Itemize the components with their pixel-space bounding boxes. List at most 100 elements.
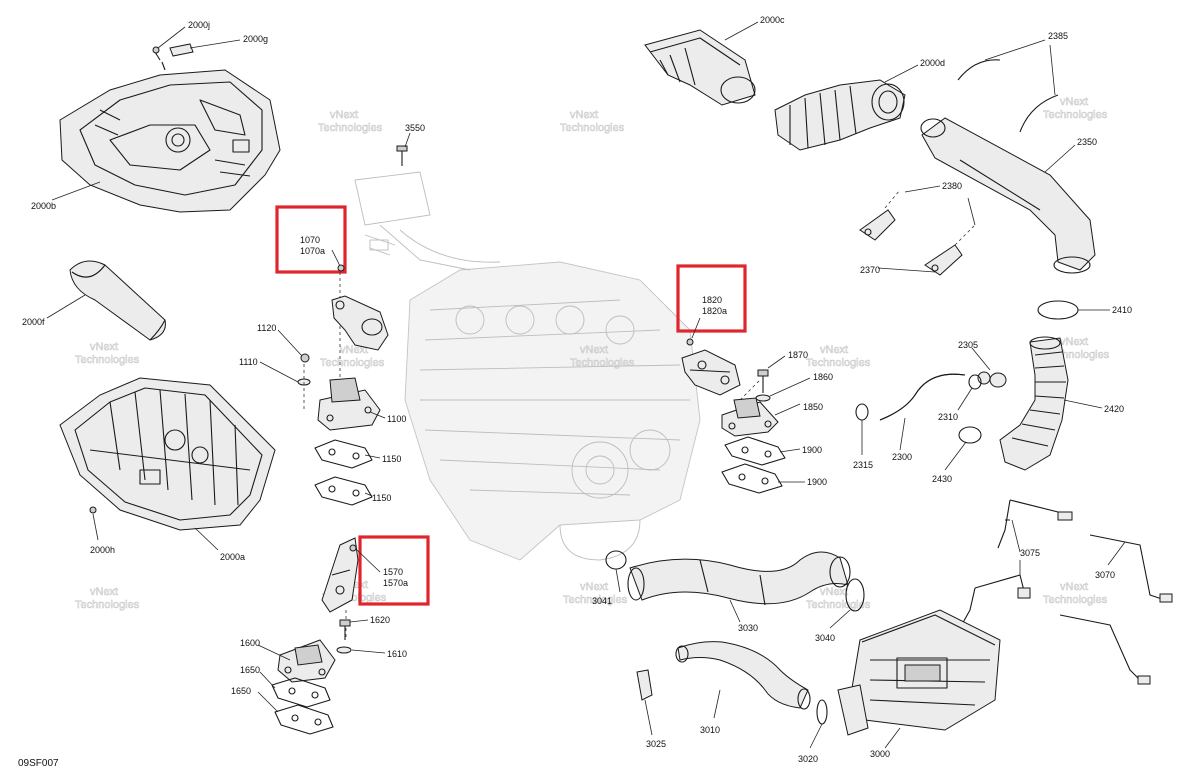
part-clamp-2385-b[interactable] (1019, 94, 1059, 133)
part-air-duct-2000c[interactable] (644, 29, 756, 106)
watermark: Technologies (318, 122, 383, 134)
callout-1620: 1620 (370, 615, 390, 625)
part-clamp-2310[interactable] (968, 374, 982, 390)
part-clamp-3020[interactable] (816, 699, 828, 725)
part-engine-mount-1100[interactable] (317, 377, 381, 431)
part-washer-1120[interactable] (300, 353, 310, 363)
part-bolt-1620[interactable] (339, 619, 351, 640)
callout-1820a: 1820a (702, 306, 727, 316)
callout-2430: 2430 (932, 474, 952, 484)
callout-2310: 2310 (938, 412, 958, 422)
part-hose-2300[interactable] (879, 373, 966, 421)
part-bracket-2370[interactable] (859, 209, 963, 276)
part-duct-2350[interactable] (920, 117, 1096, 274)
part-clamp-2385-a[interactable] (957, 59, 1001, 81)
callout-3070: 3070 (1095, 570, 1115, 580)
part-washer-1610[interactable] (336, 646, 352, 654)
callout-3550: 3550 (405, 123, 425, 133)
watermark: vNext (820, 586, 848, 598)
part-nut-1820[interactable] (686, 338, 694, 346)
watermarks: vNext Technologies vNext Technologies vN… (75, 96, 1110, 612)
callout-1570a: 1570a (383, 578, 408, 588)
callout-3010: 3010 (700, 725, 720, 735)
callout-1150a: 1150 (382, 454, 401, 464)
engine-ghost (354, 171, 701, 561)
part-shim-1900-a[interactable] (724, 436, 786, 466)
callout-2385: 2385 (1048, 31, 1068, 41)
part-shim-1150-b[interactable] (314, 476, 373, 506)
part-clamp-3040[interactable] (845, 578, 865, 612)
part-mount-1850[interactable] (721, 397, 779, 437)
part-intake-tube[interactable] (69, 260, 166, 341)
callout-1120: 1120 (257, 323, 276, 333)
highlight-box-1570 (358, 535, 430, 606)
watermark: vNext (1060, 96, 1088, 108)
callout-1650b: 1650 (231, 686, 251, 696)
part-bolt-1870[interactable] (757, 369, 769, 393)
part-clamp-2430[interactable] (958, 426, 982, 444)
watermark: vNext (1060, 336, 1088, 348)
part-clip-3025[interactable] (636, 669, 653, 701)
part-intercooler-3000[interactable] (837, 609, 1001, 736)
part-sensor-bracket[interactable] (681, 349, 741, 396)
watermark: Technologies (75, 599, 140, 611)
highlight-box-1820 (676, 264, 747, 333)
part-clamp-2410[interactable] (1037, 300, 1079, 320)
callout-1100: 1100 (387, 414, 406, 424)
callout-1070: 1070 (300, 235, 320, 245)
watermark: Technologies (560, 122, 625, 134)
callout-3025: 3025 (646, 739, 666, 749)
callout-1650a: 1650 (240, 665, 260, 675)
part-shim-1900-b[interactable] (721, 463, 783, 494)
watermark: vNext (330, 109, 358, 121)
part-connector-2305[interactable] (977, 371, 1007, 388)
part-strap-3075[interactable] (959, 499, 1073, 629)
part-bolt-3550[interactable] (396, 145, 408, 166)
watermark: Technologies (1043, 109, 1108, 121)
part-mount-1600[interactable] (277, 639, 336, 683)
part-shim-1150-a[interactable] (314, 439, 373, 469)
diagram-reference-code: 09SF007 (18, 758, 59, 769)
callout-2380: 2380 (942, 181, 962, 191)
callout-2370: 2370 (860, 265, 880, 275)
callout-2420: 2420 (1104, 404, 1124, 414)
callout-1070a: 1070a (300, 246, 325, 256)
callout-2000d: 2000d (920, 58, 945, 68)
part-clamp-2315[interactable] (855, 403, 869, 421)
part-bracket-1570[interactable] (321, 537, 359, 613)
part-hose-2420[interactable] (999, 336, 1069, 471)
part-shim-1650-b[interactable] (274, 704, 334, 735)
part-hose-3030[interactable] (627, 551, 851, 606)
watermark: vNext (90, 341, 118, 353)
part-airbox-cover[interactable] (59, 43, 281, 213)
watermark: vNext (580, 581, 608, 593)
part-hose-3010[interactable] (675, 641, 811, 710)
callout-1610: 1610 (387, 649, 407, 659)
part-nut-1070[interactable] (337, 264, 345, 272)
part-airbox-base[interactable] (59, 377, 276, 531)
part-washer-1860[interactable] (755, 394, 771, 402)
watermark: vNext (1060, 581, 1088, 593)
callout-1900a: 1900 (802, 445, 822, 455)
callout-2300: 2300 (892, 452, 912, 462)
watermark: vNext (570, 109, 598, 121)
part-engine-support-bracket[interactable] (331, 295, 389, 351)
callout-2350: 2350 (1077, 137, 1097, 147)
part-strap-3070[interactable] (1059, 534, 1173, 685)
callout-2410: 2410 (1112, 305, 1132, 315)
part-clamp-3041[interactable] (605, 550, 627, 570)
part-shim-1650-a[interactable] (271, 677, 331, 708)
watermark: vNext (820, 344, 848, 356)
callout-2315: 2315 (853, 460, 873, 470)
callout-1850: 1850 (803, 402, 823, 412)
callout-1870: 1870 (788, 350, 808, 360)
part-bellows-2000d[interactable] (774, 79, 906, 151)
callout-1600: 1600 (240, 638, 260, 648)
callout-1860: 1860 (813, 372, 833, 382)
callout-2000b: 2000b (31, 201, 56, 211)
callout-3040: 3040 (815, 633, 835, 643)
watermark: Technologies (1043, 594, 1108, 606)
watermark: Technologies (75, 354, 140, 366)
callout-2000a: 2000a (220, 552, 245, 562)
